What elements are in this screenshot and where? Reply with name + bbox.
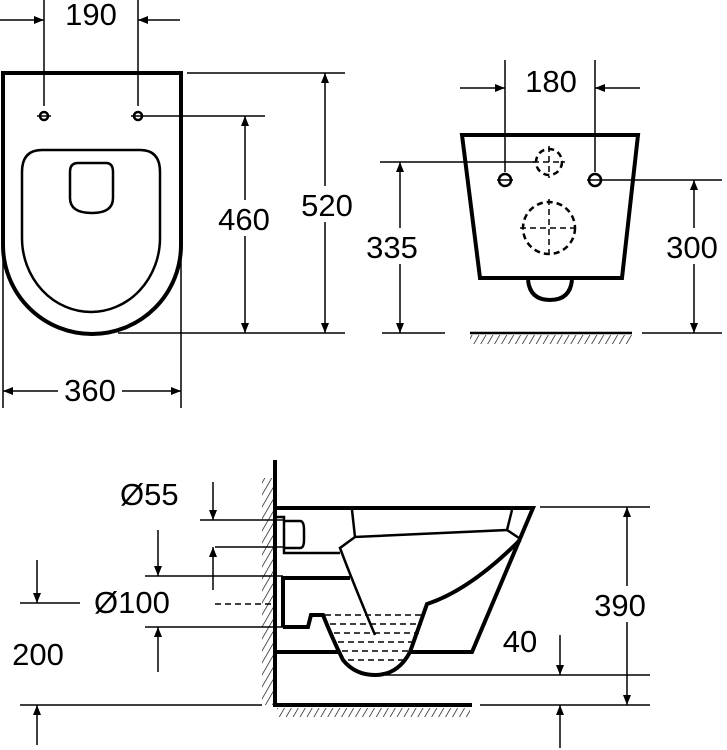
- inlet-spigot: [277, 515, 340, 555]
- dim-520: 520: [301, 188, 353, 223]
- mounting-hole-left: [497, 172, 513, 188]
- dim-390: 390: [594, 588, 646, 623]
- dim-180: 180: [525, 64, 577, 99]
- front-view: 180 335 300: [360, 60, 726, 344]
- bowl-opening: [68, 161, 115, 215]
- dim-460: 460: [218, 202, 270, 237]
- bowl-trap: [281, 538, 522, 678]
- water: [325, 614, 425, 661]
- rim: [338, 509, 520, 636]
- dim-200: 200: [12, 637, 64, 672]
- dim-300: 300: [666, 230, 718, 265]
- dim-360: 360: [64, 373, 116, 408]
- dim-335: 335: [366, 230, 418, 265]
- wall-hatch: [262, 478, 275, 705]
- dim-40: 40: [503, 624, 537, 659]
- side-view: Ø55 Ø100 200 40 390: [12, 460, 654, 748]
- front-outline: [459, 133, 641, 280]
- mounting-hole-right: [587, 172, 722, 188]
- dim-outlet-diameter: Ø100: [94, 585, 170, 620]
- bowl-body: [277, 506, 537, 654]
- siphon-outline: [526, 279, 574, 303]
- dim-190: 190: [65, 0, 117, 32]
- seat-outline: [20, 148, 162, 314]
- mounting-hole-left: [37, 110, 51, 122]
- dim-inlet-diameter: Ø55: [120, 477, 179, 512]
- floor-hatch: [277, 708, 470, 717]
- floor-hatch: [470, 335, 632, 344]
- bowl-outline: [0, 71, 183, 336]
- top-view: 190 460 520 360: [0, 0, 357, 408]
